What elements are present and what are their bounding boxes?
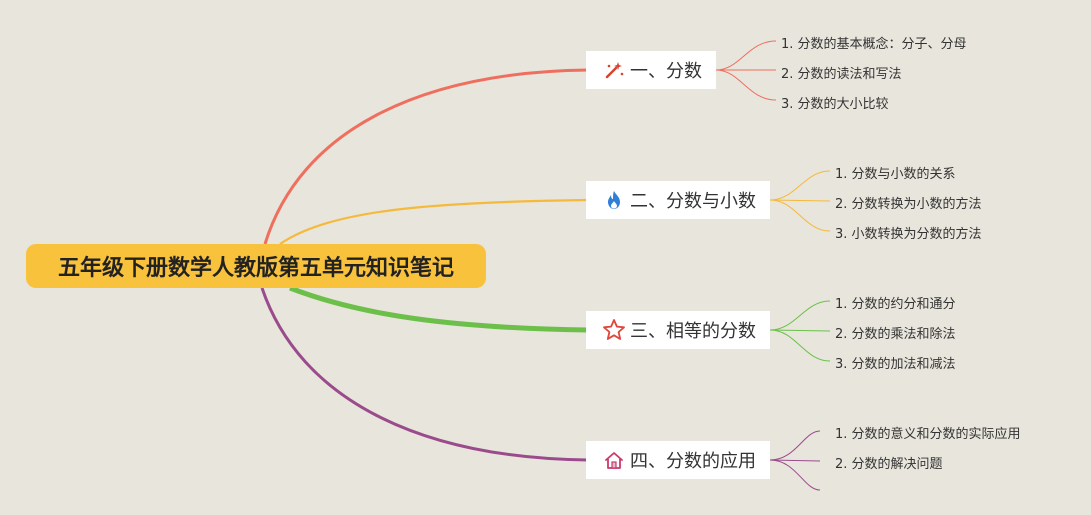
leaf-2-2[interactable]: 2. 分数转换为小数的方法 <box>835 197 982 212</box>
branch-topic-1[interactable]: 一、分数 <box>586 51 716 89</box>
branch-label-4: 四、分数的应用 <box>630 451 756 472</box>
branch-topic-4[interactable]: 四、分数的应用 <box>586 441 770 479</box>
leaf-3-3[interactable]: 3. 分数的加法和减法 <box>835 357 956 372</box>
leaf-4-1[interactable]: 1. 分数的意义和分数的实际应用 <box>835 427 1021 442</box>
leaf-connectors-4 <box>769 430 821 491</box>
connector-branch-2 <box>279 198 589 245</box>
branch-label-3: 三、相等的分数 <box>630 321 756 342</box>
star-icon <box>602 318 626 342</box>
leaf-2-3[interactable]: 3. 小数转换为分数的方法 <box>835 227 982 242</box>
leaf-3-1[interactable]: 1. 分数的约分和通分 <box>835 297 956 312</box>
leaf-3-2[interactable]: 2. 分数的乘法和除法 <box>835 327 956 342</box>
leaf-1-1[interactable]: 1. 分数的基本概念：分子、分母 <box>781 37 967 52</box>
leaf-connectors-3 <box>769 300 831 362</box>
leaf-connectors-1 <box>715 40 777 101</box>
branch-label-1: 一、分数 <box>630 61 702 82</box>
leaf-4-2[interactable]: 2. 分数的解决问题 <box>835 457 943 472</box>
home-icon <box>602 448 626 472</box>
branch-topic-3[interactable]: 三、相等的分数 <box>586 311 770 349</box>
branch-label-2: 二、分数与小数 <box>630 191 756 212</box>
flame-icon <box>602 188 626 212</box>
leaf-1-3[interactable]: 3. 分数的大小比较 <box>781 97 889 112</box>
connector-branch-1 <box>263 68 589 245</box>
leaf-2-1[interactable]: 1. 分数与小数的关系 <box>835 167 956 182</box>
leaf-connectors-2 <box>769 170 831 232</box>
root-title: 五年级下册数学人教版第五单元知识笔记 <box>57 256 454 281</box>
leaf-1-2[interactable]: 2. 分数的读法和写法 <box>781 67 902 82</box>
root-topic[interactable]: 五年级下册数学人教版第五单元知识笔记 <box>26 244 486 288</box>
connector-branch-3 <box>289 285 589 333</box>
branch-topic-2[interactable]: 二、分数与小数 <box>586 181 770 219</box>
connector-branch-4 <box>260 287 589 462</box>
magic-wand-icon <box>602 58 626 82</box>
